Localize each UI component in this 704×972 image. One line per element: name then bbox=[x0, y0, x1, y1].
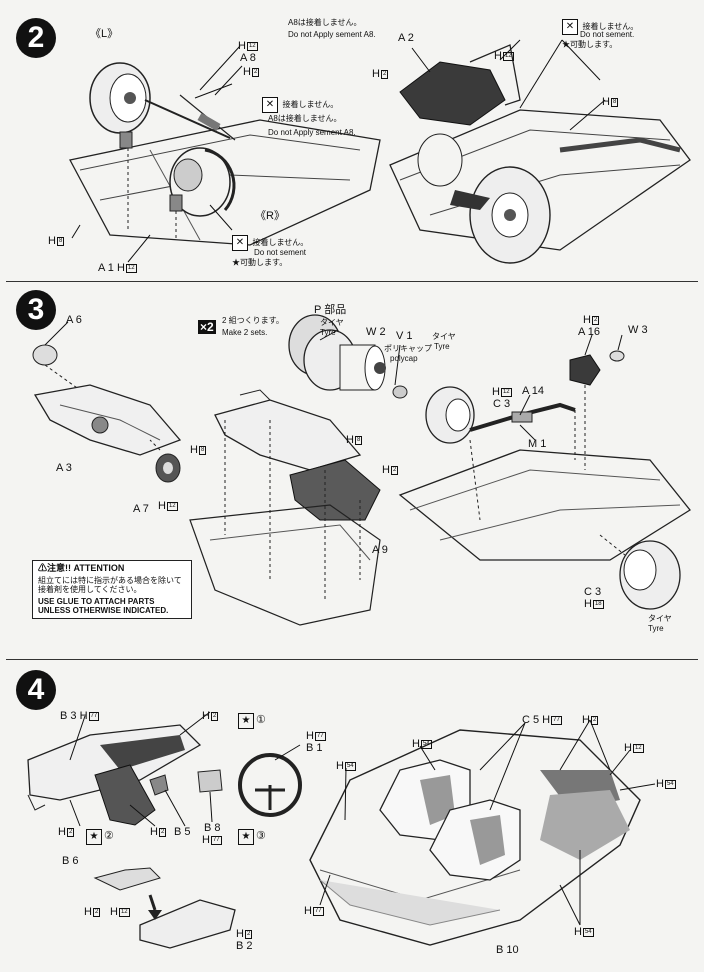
attention-note: ⚠注意!! ATTENTION 組立てには特に指示がある場合を除いて接着剤を使用… bbox=[32, 560, 192, 619]
warn-bottom-en: Do not sement bbox=[254, 248, 307, 257]
step-4-badge: 4 bbox=[16, 670, 56, 710]
part-b6: B 6 bbox=[62, 855, 79, 867]
tire-en-2: Tyre bbox=[434, 342, 450, 351]
star-1: ★① bbox=[238, 710, 266, 729]
warn-center-en: Do not Apply sement A8. bbox=[268, 128, 356, 137]
left-wheel-label: 《L》 bbox=[90, 28, 119, 40]
star-icon: ★ bbox=[238, 829, 254, 845]
part-p: P 部品 bbox=[314, 304, 347, 316]
star-icon: ★ bbox=[238, 713, 254, 729]
attention-ja: 組立てには特に指示がある場合を除いて接着剤を使用してください。 bbox=[38, 576, 182, 594]
attention-title: ⚠注意!! ATTENTION bbox=[38, 563, 125, 573]
step-3-badge: 3 bbox=[16, 290, 56, 330]
make-2-ja: 2 組つくります。 bbox=[222, 316, 284, 325]
warn-bottom-ja2: ★可動します。 bbox=[232, 258, 288, 267]
polycap-ja: ポリキャップ bbox=[384, 344, 432, 353]
tire-ja-1: タイヤ bbox=[320, 318, 344, 327]
star-3: ★③ bbox=[238, 826, 266, 845]
part-b10: B 10 bbox=[496, 944, 519, 956]
make-2-en: Make 2 sets. bbox=[222, 328, 268, 337]
tire-ja-2: タイヤ bbox=[432, 332, 456, 341]
part-w2: W 2 bbox=[366, 326, 386, 338]
warn-center-box: ✕ 接着しません。 bbox=[262, 94, 338, 113]
tire-en-1: Tyre bbox=[320, 328, 336, 337]
part-v1: V 1 bbox=[396, 330, 413, 342]
part-a2: A 2 bbox=[398, 32, 414, 44]
no-glue-icon: ✕ bbox=[262, 97, 278, 113]
warn-top-ja: A8は接着しません。 bbox=[288, 18, 362, 27]
part-m1: M 1 bbox=[528, 438, 547, 450]
make-2-sets: ×2 bbox=[198, 318, 216, 336]
warn-right-en: Do not sement. bbox=[580, 30, 635, 39]
warn-right-ja2: ★可動します。 bbox=[562, 40, 618, 49]
warn-center-ja2: A8は接着しません。 bbox=[268, 114, 342, 123]
part-w3: W 3 bbox=[628, 324, 648, 336]
part-b2: B 2 bbox=[236, 940, 253, 952]
section-divider bbox=[6, 281, 698, 282]
step-2-badge: 2 bbox=[16, 18, 56, 58]
no-glue-icon: ✕ bbox=[562, 19, 578, 35]
warn-top-en: Do not Apply sement A8. bbox=[288, 30, 376, 39]
part-a6: A 6 bbox=[66, 314, 82, 326]
part-b8: B 8 bbox=[204, 822, 221, 834]
part-a3: A 3 bbox=[56, 462, 72, 474]
part-b5: B 5 bbox=[174, 826, 191, 838]
x2-badge: ×2 bbox=[198, 320, 216, 334]
no-glue-icon: ✕ bbox=[232, 235, 248, 251]
star-icon: ★ bbox=[86, 829, 102, 845]
star-2: ★② bbox=[86, 826, 114, 845]
tire-en-3: Tyre bbox=[648, 624, 664, 633]
part-a7: A 7 bbox=[133, 503, 149, 515]
polycap-en: polycap bbox=[390, 354, 418, 363]
warn-bottom-box: ✕ 接着しません。 bbox=[232, 232, 308, 251]
attention-en: USE GLUE TO ATTACH PARTS UNLESS OTHERWIS… bbox=[38, 597, 169, 615]
part-b1: B 1 bbox=[306, 742, 323, 754]
warn-right-box: ✕ 接着しません。 bbox=[562, 16, 638, 35]
part-a8: A 8 bbox=[240, 52, 256, 64]
part-a16: A 16 bbox=[578, 326, 601, 338]
section-divider bbox=[6, 659, 698, 660]
step-2-diagram bbox=[69, 39, 691, 264]
right-wheel-label: 《R》 bbox=[255, 210, 285, 222]
part-c3-b: C 3 bbox=[584, 586, 602, 598]
part-a9: A 9 bbox=[372, 544, 388, 556]
tire-ja-3: タイヤ bbox=[648, 614, 672, 623]
part-a14: A 14 bbox=[522, 385, 545, 397]
part-c3-a: C 3 bbox=[493, 398, 511, 410]
